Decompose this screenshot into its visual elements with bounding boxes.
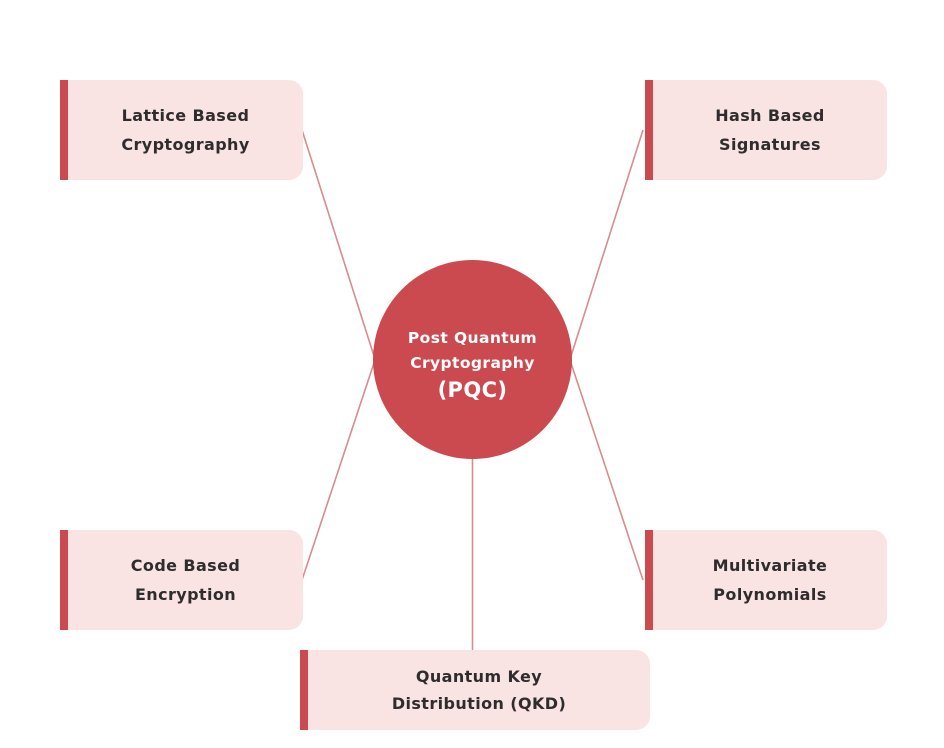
node-label-line1: Quantum Key — [415, 666, 543, 686]
node-label-line2: Signatures — [719, 134, 821, 154]
node-accent-bar — [60, 530, 68, 630]
node-label-line1: Code Based — [130, 556, 241, 576]
node-label: Hash Based Signatures — [653, 80, 887, 180]
node-code-based-encryption: Code Based Encryption — [60, 530, 303, 630]
node-accent-bar — [300, 650, 308, 730]
node-accent-bar — [60, 80, 68, 180]
connector-lattice-to-center — [301, 129, 375, 357]
node-accent-bar — [645, 80, 653, 180]
center-label-line1: Post Quantum — [407, 329, 538, 347]
node-label-line2: Cryptography — [121, 134, 250, 154]
node-label: Lattice Based Cryptography — [68, 80, 303, 180]
node-accent-bar — [645, 530, 653, 630]
node-label-line2: Distribution (QKD) — [391, 694, 567, 713]
node-label-line2: Polynomials — [713, 584, 827, 604]
connector-center-to-code — [301, 362, 375, 581]
center-label-line2: Cryptography — [410, 354, 535, 372]
connector-hash-to-center — [570, 129, 644, 357]
connector-center-to-multivariate — [570, 362, 644, 581]
node-hash-based-signatures: Hash Based Signatures — [645, 80, 887, 180]
node-multivariate-polynomials: Multivariate Polynomials — [645, 530, 887, 630]
center-node-pqc: Post Quantum Cryptography (PQC) — [373, 260, 572, 459]
node-label: Multivariate Polynomials — [653, 530, 887, 630]
node-label: Code Based Encryption — [68, 530, 303, 630]
node-label-line1: Multivariate — [712, 556, 828, 576]
node-label-line1: Lattice Based — [121, 106, 250, 126]
node-label-line2: Encryption — [134, 584, 237, 604]
node-quantum-key-distribution: Quantum Key Distribution (QKD) — [300, 650, 650, 730]
center-label-acronym: (PQC) — [437, 378, 508, 402]
node-label: Quantum Key Distribution (QKD) — [308, 650, 650, 730]
node-lattice-based-cryptography: Lattice Based Cryptography — [60, 80, 303, 180]
node-label-line1: Hash Based — [715, 106, 825, 126]
